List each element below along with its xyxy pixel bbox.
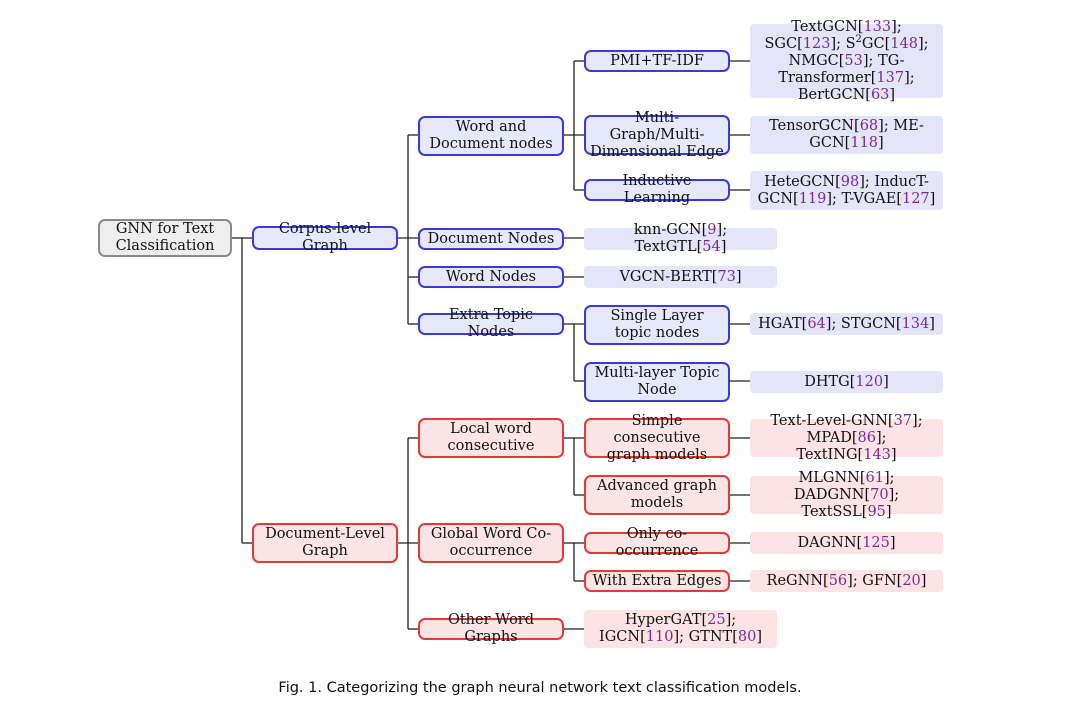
- citation-number: 143: [863, 446, 891, 463]
- other-word-graphs-label: Other Word Graphs: [447, 612, 535, 645]
- figure-caption: Fig. 1. Categorizing the graph neural ne…: [278, 680, 802, 696]
- pmi-tfidf-label: PMI+TF-IDF: [610, 52, 704, 69]
- citation-number: 98: [840, 173, 860, 190]
- advanced-graph-models-references-text: MLGNN[61]; DADGNN[70]; TextSSL[95]: [793, 469, 900, 520]
- simple-consecutive-node: Simple consecutive graph models: [584, 413, 730, 463]
- document-level-graph-node: Document-Level Graph: [252, 523, 398, 563]
- citation-number: 37: [893, 412, 913, 429]
- multi-graph-node: Multi-Graph/Multi-Dimensional Edge: [584, 110, 730, 160]
- document-nodes-references-text: knn-GCN[9]; TextGTL[54]: [633, 222, 728, 255]
- citation-number: 20: [902, 572, 921, 589]
- multi-graph-references: TensorGCN[68]; ME-GCN[118]: [750, 116, 943, 154]
- citation-number: 134: [901, 315, 930, 332]
- citation-number: 118: [850, 135, 879, 151]
- only-cooccurrence-references-text: DAGNN[125]: [797, 534, 896, 551]
- citation-number: 120: [855, 373, 884, 390]
- other-word-graphs-references-text: HyperGAT[25]; IGCN[110]; GTNT[80]: [598, 612, 763, 645]
- multi-layer-topic-node: Multi-layer Topic Node: [584, 362, 730, 402]
- simple-consecutive-label: Simple consecutive graph models: [606, 412, 708, 463]
- citation-number: 119: [798, 190, 827, 207]
- inductive-references: HeteGCN[98]; InducT-GCN[119]; T-VGAE[127…: [750, 171, 943, 210]
- only-cooccurrence-label: Only co-occurrence: [615, 526, 699, 559]
- document-nodes-references: knn-GCN[9]; TextGTL[54]: [584, 222, 777, 255]
- citation-number: 56: [828, 572, 848, 589]
- single-layer-topic-node: Single Layer topic nodes: [584, 305, 730, 345]
- with-extra-edges-references-text: ReGNN[56]; GFN[20]: [766, 572, 927, 589]
- single-layer-references-text: HGAT[64]; STGCN[134]: [758, 315, 935, 332]
- multi-layer-topic-label: Multi-layer Topic Node: [594, 365, 720, 398]
- word-nodes-node: Word Nodes: [418, 266, 564, 288]
- document-nodes-node: Document Nodes: [418, 228, 564, 250]
- citation-number: 54: [702, 239, 721, 255]
- pmi-references-text: TextGCN[133]; SGC[123]; S2GC[148]; NMGC[…: [764, 18, 929, 103]
- citation-number: 68: [859, 118, 879, 134]
- other-word-graphs-node: Other Word Graphs: [418, 612, 564, 645]
- simple-consecutive-references-text: Text-Level-GNN[37]; MPAD[86]; TextING[14…: [770, 412, 923, 463]
- citation-number: 137: [876, 69, 905, 86]
- citation-number: 125: [862, 534, 890, 551]
- root-node: GNN for Text Classification: [98, 219, 232, 257]
- citation-number: 127: [901, 190, 930, 207]
- citation-number: 80: [737, 629, 757, 645]
- document-nodes-label: Document Nodes: [427, 230, 555, 247]
- with-extra-edges-node: With Extra Edges: [584, 570, 730, 592]
- word-nodes-references: VGCN-BERT[73]: [584, 266, 777, 288]
- only-cooccurrence-node: Only co-occurrence: [584, 526, 730, 559]
- document-level-graph-label: Document-Level Graph: [265, 526, 385, 559]
- extra-topic-nodes-node: Extra Topic Nodes: [418, 307, 564, 340]
- advanced-graph-models-label: Advanced graph models: [596, 478, 717, 511]
- citation-number: 86: [857, 429, 876, 446]
- other-word-graphs-references: HyperGAT[25]; IGCN[110]; GTNT[80]: [584, 610, 777, 648]
- only-cooccurrence-references: DAGNN[125]: [750, 532, 943, 554]
- local-word-consecutive-node: Local word consecutive: [418, 418, 564, 458]
- inductive-learning-label: Inductive Learning: [622, 173, 692, 206]
- inductive-learning-node: Inductive Learning: [584, 173, 730, 206]
- word-nodes-references-text: VGCN-BERT[73]: [619, 268, 742, 285]
- word-and-document-nodes-label: Word and Document nodes: [429, 119, 553, 152]
- advanced-graph-models-references: MLGNN[61]; DADGNN[70]; TextSSL[95]: [750, 470, 943, 520]
- multi-graph-references-text: TensorGCN[68]; ME-GCN[118]: [769, 118, 924, 151]
- pmi-references: TextGCN[133]; SGC[123]; S2GC[148]; NMGC[…: [750, 19, 943, 103]
- citation-number: 9: [707, 222, 717, 238]
- pmi-tfidf-node: PMI+TF-IDF: [584, 50, 730, 72]
- citation-number: 148: [890, 35, 918, 52]
- extra-topic-nodes-label: Extra Topic Nodes: [448, 307, 534, 340]
- corpus-level-graph-label: Corpus-level Graph: [278, 221, 372, 254]
- citation-number: 70: [870, 486, 889, 503]
- citation-number: 53: [844, 52, 863, 69]
- word-and-document-nodes-node: Word and Document nodes: [418, 116, 564, 156]
- simple-consecutive-references: Text-Level-GNN[37]; MPAD[86]; TextING[14…: [750, 413, 943, 463]
- citation-number: 63: [870, 86, 890, 103]
- single-layer-references: HGAT[64]; STGCN[134]: [750, 313, 943, 335]
- citation-number: 25: [707, 612, 726, 628]
- citation-number: 110: [645, 629, 674, 645]
- with-extra-edges-references: ReGNN[56]; GFN[20]: [750, 570, 943, 592]
- word-nodes-label: Word Nodes: [445, 268, 537, 285]
- advanced-graph-models-node: Advanced graph models: [584, 475, 730, 515]
- multi-layer-references: DHTG[120]: [750, 371, 943, 393]
- multi-graph-label: Multi-Graph/Multi-Dimensional Edge: [590, 109, 724, 160]
- local-word-consecutive-label: Local word consecutive: [447, 421, 535, 454]
- global-word-cooccurrence-node: Global Word Co-occurrence: [418, 523, 564, 563]
- root-label: GNN for Text Classification: [115, 221, 215, 254]
- inductive-references-text: HeteGCN[98]; InducT-GCN[119]; T-VGAE[127…: [757, 173, 936, 207]
- citation-number: 61: [865, 469, 884, 486]
- corpus-level-graph-node: Corpus-level Graph: [252, 221, 398, 254]
- with-extra-edges-label: With Extra Edges: [592, 572, 722, 589]
- single-layer-topic-label: Single Layer topic nodes: [610, 308, 704, 341]
- citation-number: 73: [717, 268, 736, 285]
- citation-number: 95: [867, 503, 886, 520]
- citation-number: 64: [807, 315, 826, 332]
- global-word-cooccurrence-label: Global Word Co-occurrence: [430, 526, 552, 559]
- multi-layer-references-text: DHTG[120]: [804, 373, 889, 390]
- citation-number: 123: [802, 35, 831, 52]
- citation-number: 133: [863, 18, 892, 35]
